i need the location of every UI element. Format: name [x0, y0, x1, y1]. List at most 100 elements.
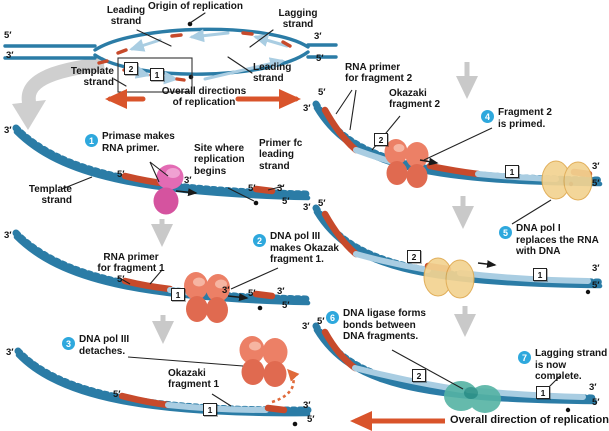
- prime-label: 3′: [277, 286, 285, 297]
- fragment1-box: 1: [203, 403, 217, 416]
- prime-label: 5′: [317, 316, 325, 327]
- prime-label: 3′: [222, 285, 230, 296]
- okazaki-fragment1-label: Okazaki fragment 1: [168, 368, 220, 391]
- panel1-strand: [12, 124, 312, 206]
- step2-badge: 2: [253, 234, 266, 247]
- prime-label: 5′: [4, 30, 12, 41]
- rna-primer-2: [321, 106, 360, 154]
- site-dot-top: [188, 74, 194, 80]
- rna-primer-1: [118, 392, 172, 409]
- prime-label: 3′: [6, 347, 14, 358]
- fragment2-box: 2: [407, 250, 421, 263]
- prime-label: 5′: [248, 288, 256, 299]
- prime-label: 5′: [307, 414, 315, 425]
- okazaki-fragment2-label: Okazaki fragment 2: [389, 88, 441, 111]
- origin-of-replication-label: Origin of replication: [148, 1, 244, 12]
- primase-blob: [153, 164, 184, 215]
- rna-primer-1: [121, 277, 174, 293]
- prime-label: 5′: [113, 389, 121, 400]
- fragment1-box: 1: [171, 288, 185, 301]
- bubble-bottom-strand: [93, 50, 310, 76]
- step7-text: Lagging strand is now complete.: [535, 348, 608, 382]
- prime-label: 3′: [277, 183, 285, 194]
- fragment2-box: 2: [412, 369, 426, 382]
- prime-label: 5′: [282, 196, 290, 207]
- dna-pol3-blob: [384, 139, 429, 188]
- lagging-strand-label: Lagging strand: [278, 8, 318, 31]
- synthesis-direction-arrow-3: [419, 157, 439, 166]
- step2-text: DNA pol III makes Okazak fragment 1.: [270, 231, 339, 265]
- site-where-replication-begins-label: Site where replication begins: [194, 143, 245, 177]
- step3-text: DNA pol III detaches.: [79, 334, 130, 357]
- prime-label: 3′: [6, 50, 14, 61]
- step5-text: DNA pol I replaces the RNA with DNA: [516, 223, 599, 257]
- prime-label: 3′: [314, 31, 322, 42]
- fragment1-box: 1: [150, 68, 164, 81]
- prime-label: 3′: [592, 263, 600, 274]
- overall-direction-bottom-label: Overall direction of replication: [450, 414, 609, 426]
- fragment1-box: 1: [536, 386, 550, 399]
- step3-badge: 3: [62, 337, 75, 350]
- prime-label: 5′: [248, 183, 256, 194]
- prime-label: 3′: [302, 321, 310, 332]
- prime-label: 3′: [4, 125, 12, 136]
- prime-label: 5′: [318, 87, 326, 98]
- prime-label: 5′: [592, 178, 600, 189]
- prime-label: 5′: [117, 274, 125, 285]
- panel2-leaders: [117, 267, 279, 290]
- prime-label: 5′: [592, 397, 600, 408]
- leading-strand-upper-label: Leading strand: [106, 5, 146, 28]
- step1-badge: 1: [85, 134, 98, 147]
- panel3-strand: [14, 347, 312, 427]
- dna-pol1-blob: [541, 160, 593, 201]
- prime-label: 3′: [303, 400, 311, 411]
- step4-text: Fragment 2 is primed.: [498, 107, 552, 130]
- zoom-region-box: [117, 57, 193, 93]
- prime-label: 3′: [4, 230, 12, 241]
- fragment1-box: 1: [505, 165, 519, 178]
- flow-swoosh-arrow: [12, 57, 105, 130]
- rna-primer-2: [321, 210, 360, 258]
- dna-pol3-blob: [184, 272, 230, 323]
- prime-label: 5′: [318, 198, 326, 209]
- prime-label: 3′: [592, 161, 600, 172]
- step7-badge: 7: [518, 351, 531, 364]
- step4-badge: 4: [481, 110, 494, 123]
- prime-label: 3′: [303, 202, 311, 213]
- okazaki-fragment-2: [353, 251, 431, 273]
- prime-label: 5′: [117, 169, 125, 180]
- detach-arrow: [271, 368, 300, 404]
- synthesis-direction-arrow-1: [175, 188, 198, 197]
- dna-ligase-blob: [444, 381, 501, 413]
- template-strand-label: Template strand: [28, 184, 72, 207]
- flow-arrows: [151, 62, 479, 345]
- rna-primer-1: [426, 162, 482, 178]
- panel3-leaders: [127, 356, 244, 407]
- fragment2-box: 2: [124, 62, 138, 75]
- step1-text: Primase makes RNA primer.: [102, 131, 175, 154]
- prime-label: 5′: [592, 280, 600, 291]
- prime-label: 5′: [316, 53, 324, 64]
- template-strand-top-label: Template strand: [70, 66, 114, 89]
- panel1-leaders: [61, 161, 285, 202]
- fragment2-box: 2: [374, 133, 388, 146]
- primer-for-leading-strand-label: Primer fc leading strand: [259, 138, 303, 172]
- leading-strand-lower-label: Leading strand: [253, 62, 292, 85]
- rna-primer-2: [321, 328, 359, 372]
- prime-label: 3′: [303, 103, 311, 114]
- leading-strand-primer: [252, 185, 276, 195]
- prime-label: 3′: [589, 382, 597, 393]
- prime-label: 3′: [184, 175, 192, 186]
- step6-text: DNA ligase forms bonds between DNA fragm…: [343, 308, 426, 342]
- step6-badge: 6: [326, 311, 339, 324]
- synthesis-direction-arrow-4: [477, 260, 497, 269]
- bubble-top-strand: [93, 27, 310, 52]
- overall-directions-label: Overall directions of replication: [161, 86, 247, 109]
- dna-pol1-blob: [423, 257, 475, 299]
- rna-primer-fragment1-label: RNA primer for fragment 1: [97, 252, 165, 275]
- step5-badge: 5: [499, 226, 512, 239]
- dna-pol3-detached-blob: [239, 336, 288, 387]
- fragment1-box: 1: [533, 268, 547, 281]
